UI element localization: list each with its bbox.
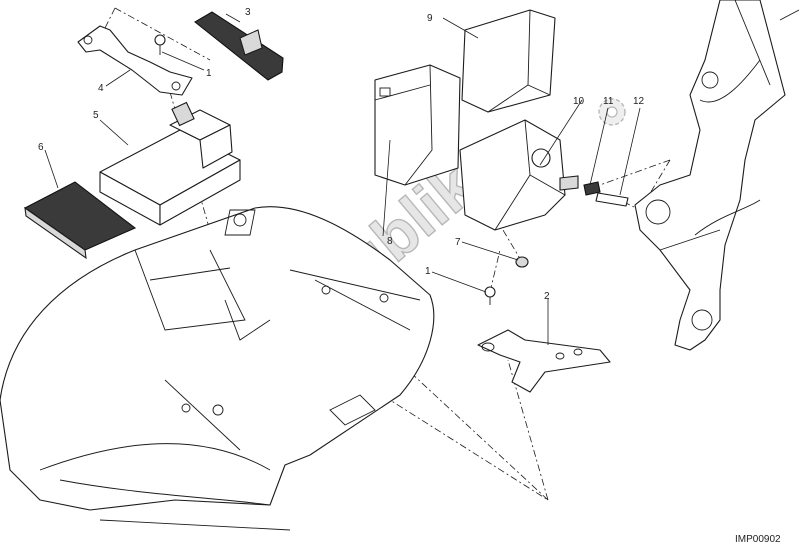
part-6-pad	[23, 181, 137, 260]
subframe	[634, 0, 799, 351]
part-8-ecu	[374, 64, 461, 186]
part-3-rubber	[194, 11, 284, 81]
tail-undertray	[0, 206, 435, 531]
part-4-bracket	[77, 25, 193, 96]
part-5-battery	[99, 101, 241, 226]
callout-4: 4	[98, 83, 104, 94]
callout-6: 6	[38, 142, 44, 153]
callout-1-upper: 1	[206, 68, 212, 79]
part-10-holder	[459, 119, 579, 231]
callout-labels: 3 1 4 5 6 9 8 10 11 12 7 1 2	[38, 7, 645, 302]
leader-lines	[44, 13, 641, 345]
part-7-nut	[515, 256, 529, 268]
part-1-screw-upper	[154, 34, 166, 55]
callout-2: 2	[544, 291, 550, 302]
drawing-code: IMP00902	[735, 534, 781, 545]
callout-8: 8	[387, 236, 393, 247]
callout-3: 3	[245, 7, 251, 18]
callout-1-lower: 1	[425, 266, 431, 277]
part-11-12-fasteners	[583, 181, 629, 207]
callout-5: 5	[93, 110, 99, 121]
callout-11: 11	[603, 96, 614, 107]
part-9-module	[461, 9, 556, 113]
part-1-screw-lower	[484, 286, 496, 305]
callout-10: 10	[573, 96, 585, 107]
callout-12: 12	[633, 96, 645, 107]
part-2-cover	[477, 329, 611, 393]
callout-7: 7	[455, 237, 461, 248]
callout-9: 9	[427, 13, 433, 24]
